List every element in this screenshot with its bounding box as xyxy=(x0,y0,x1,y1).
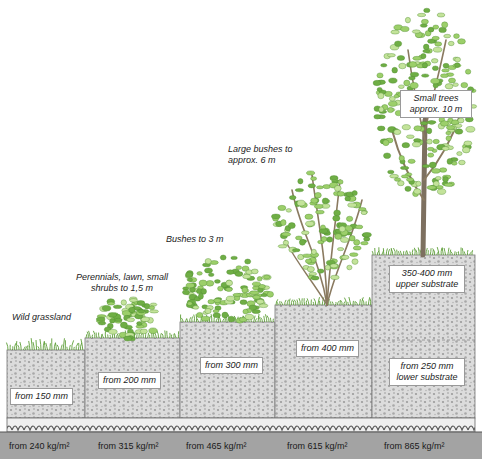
substrate-steps xyxy=(7,255,475,418)
label-box: from 250 mm lower substrate xyxy=(389,358,465,386)
load-label: from 315 kg/m² xyxy=(98,441,159,452)
drainage-layer xyxy=(7,418,475,432)
label-box: from 300 mm xyxy=(200,357,263,374)
load-label: from 240 kg/m² xyxy=(9,441,70,452)
box-text: from 400 mm xyxy=(301,343,354,354)
foliage xyxy=(96,8,476,341)
load-label: from 615 kg/m² xyxy=(287,441,348,452)
roof-base xyxy=(0,432,482,459)
label-box: from 200 mm xyxy=(98,372,161,389)
label-box: from 150 mm xyxy=(10,388,73,405)
load-label: from 865 kg/m² xyxy=(384,441,445,452)
label-box: Small trees approx. 10 m xyxy=(400,90,472,118)
plant-label: Bushes to 3 m xyxy=(166,234,226,245)
box-text: 350-400 mm upper substrate xyxy=(394,268,460,290)
plant-label: Wild grassland xyxy=(12,312,92,323)
box-text: from 200 mm xyxy=(103,375,156,386)
base-line xyxy=(0,432,482,433)
box-text: from 250 mm lower substrate xyxy=(394,361,460,383)
load-label: from 465 kg/m² xyxy=(186,441,247,452)
plant-label: Perennials, lawn, small shrubs to 1,5 m xyxy=(72,272,172,294)
grass xyxy=(6,247,472,350)
box-text: from 300 mm xyxy=(205,360,258,371)
box-text: from 150 mm xyxy=(15,391,68,402)
label-box: 350-400 mm upper substrate xyxy=(389,265,465,293)
plant-label: Large bushes to approx. 6 m xyxy=(228,144,308,166)
box-text: Small trees approx. 10 m xyxy=(405,93,467,115)
label-box: from 400 mm xyxy=(296,340,359,357)
